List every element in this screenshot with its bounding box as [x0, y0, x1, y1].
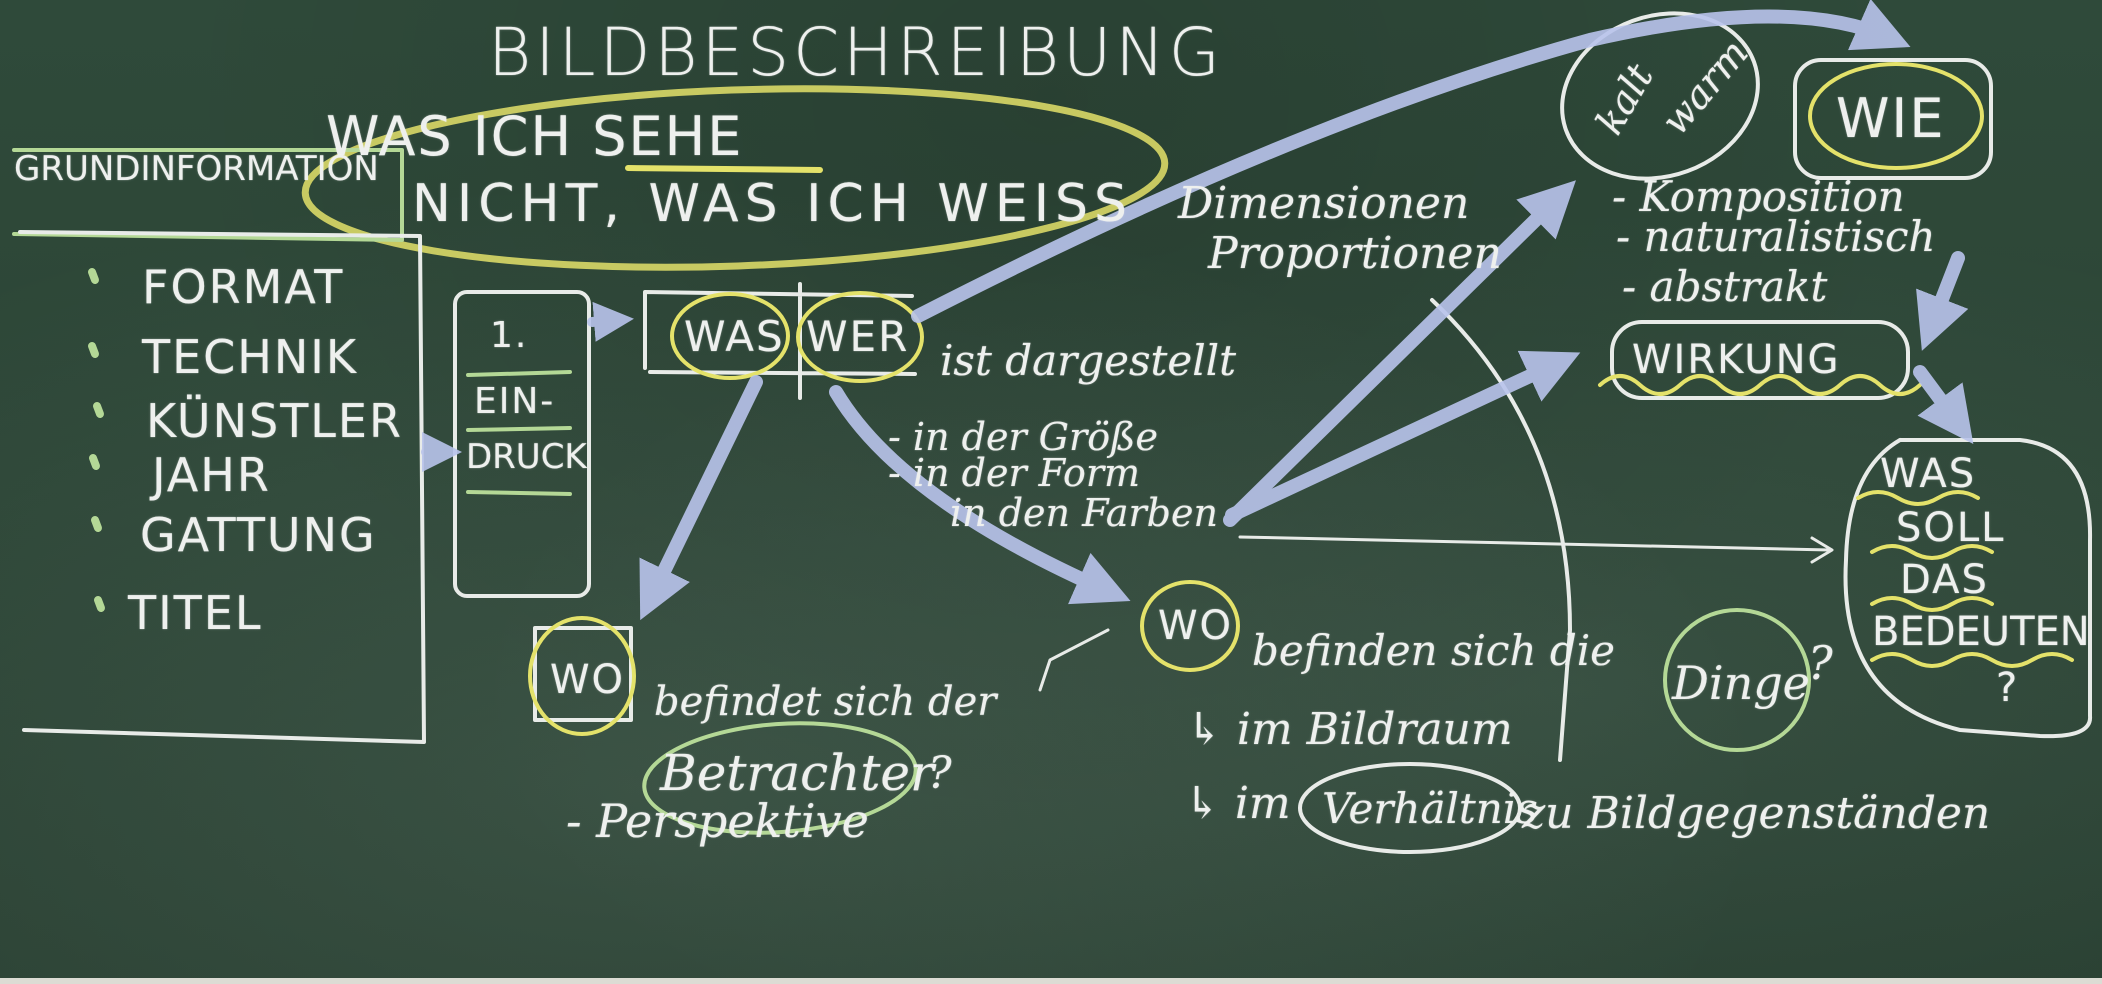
wie-item: - Komposition — [1612, 172, 1905, 221]
motto-ellipse — [301, 85, 1169, 271]
eindruck-line2: DRUCK — [466, 437, 587, 477]
was-label: WAS — [684, 312, 785, 361]
dinge-question: ? — [1808, 636, 1833, 690]
perspektive-label: - Perspektive — [566, 794, 869, 848]
verhaeltnis-word: Verhältnis — [1322, 784, 1538, 833]
wie-item: - naturalistisch — [1616, 212, 1936, 261]
detail-item: in den Farben — [950, 491, 1218, 535]
arrow-was-wo — [639, 375, 763, 621]
wo-dinge-ellipse — [1140, 580, 1240, 672]
grundinfo-heading: GRUNDINFORMATION — [14, 149, 379, 189]
wie-label: WIE — [1836, 87, 1946, 150]
dinge-line1: befinden sich die — [1252, 626, 1616, 675]
arrow-eindruck-was — [587, 301, 634, 342]
dimensionen-label: Dimensionen — [1178, 178, 1470, 229]
wirkung-box — [1610, 320, 1910, 400]
wo-betrachter-ellipse — [528, 616, 636, 736]
bedeuten-box — [1843, 438, 2093, 739]
grundinfo-header-box — [12, 148, 404, 242]
proportionen-label: Proportionen — [1208, 228, 1502, 279]
dinge-ellipse — [1663, 608, 1811, 752]
wo-betrachter-label: WO — [550, 657, 626, 703]
betrachter-question: ? — [928, 748, 952, 799]
grundinfo-item: FORMAT — [142, 260, 345, 314]
wirkung-label: WIRKUNG — [1632, 337, 1841, 383]
wo-dinge-label: WO — [1158, 603, 1234, 649]
detail-item: - in der Form — [888, 451, 1141, 495]
wie-ellipse — [1808, 62, 1984, 170]
grundinfo-item: JAHR — [152, 448, 271, 502]
betrachter-ellipse — [642, 721, 918, 835]
grundinfo-item: TITEL — [128, 586, 263, 640]
detail-item: - in der Größe — [888, 415, 1158, 459]
bedeuten-question: ? — [1996, 665, 2020, 711]
grundinfo-item: KÜNSTLER — [146, 394, 403, 448]
wie-item: - abstrakt — [1622, 262, 1828, 311]
bedeuten-line: BEDEUTEN — [1872, 609, 2090, 655]
bedeuten-line: DAS — [1900, 557, 1989, 603]
board-title: BILDBESCHREIBUNG — [488, 14, 1224, 91]
motto-line2: NICHT, WAS ICH WEISS — [412, 174, 1134, 234]
wie-box — [1793, 58, 1993, 180]
waswer-box — [643, 282, 917, 400]
im-label: ↳ im — [1184, 778, 1291, 829]
betrachter-word: Betrachter — [660, 744, 934, 802]
dinge-word: Dinge — [1672, 656, 1810, 710]
wer-label: WER — [806, 312, 910, 361]
wer-ellipse — [796, 291, 924, 383]
arrow-wirkung-bedeuten — [1913, 365, 1974, 444]
grundinfo-item: TECHNIK — [142, 330, 359, 384]
bildgegenstaende-label: zu Bildgegenständen — [1522, 788, 1991, 839]
arrow-farben-bedeuten — [1238, 535, 1832, 552]
bildraum-label: ↳ im Bildraum — [1186, 704, 1513, 755]
arrow-wer-wie — [911, 0, 1911, 323]
eindruck-line1: EIN- — [474, 381, 556, 422]
arrow-wer-wodinge — [829, 385, 1131, 605]
arrow-wie-wirkung — [1916, 251, 1969, 351]
motto-line1: WAS ICH SEHE — [326, 105, 744, 168]
grundinfo-item: GATTUNG — [140, 508, 377, 562]
dargestellt-label: ist dargestellt — [940, 336, 1236, 385]
verhaeltnis-ellipse — [1298, 762, 1522, 854]
bedeuten-line: SOLL — [1896, 505, 2006, 551]
arrow-farben-wirkung — [1225, 350, 1581, 522]
was-ellipse — [670, 292, 790, 380]
sehe-underline — [625, 165, 823, 173]
arrow-farben-dimensionen — [1223, 180, 1576, 527]
grundinfo-frame — [18, 230, 426, 744]
bedeuten-line: WAS — [1880, 451, 1977, 497]
eindruck-number: 1. — [490, 315, 529, 356]
betrachter-line1: befindet sich der — [654, 679, 997, 725]
kaltwarm-ellipse — [1560, 11, 1760, 181]
